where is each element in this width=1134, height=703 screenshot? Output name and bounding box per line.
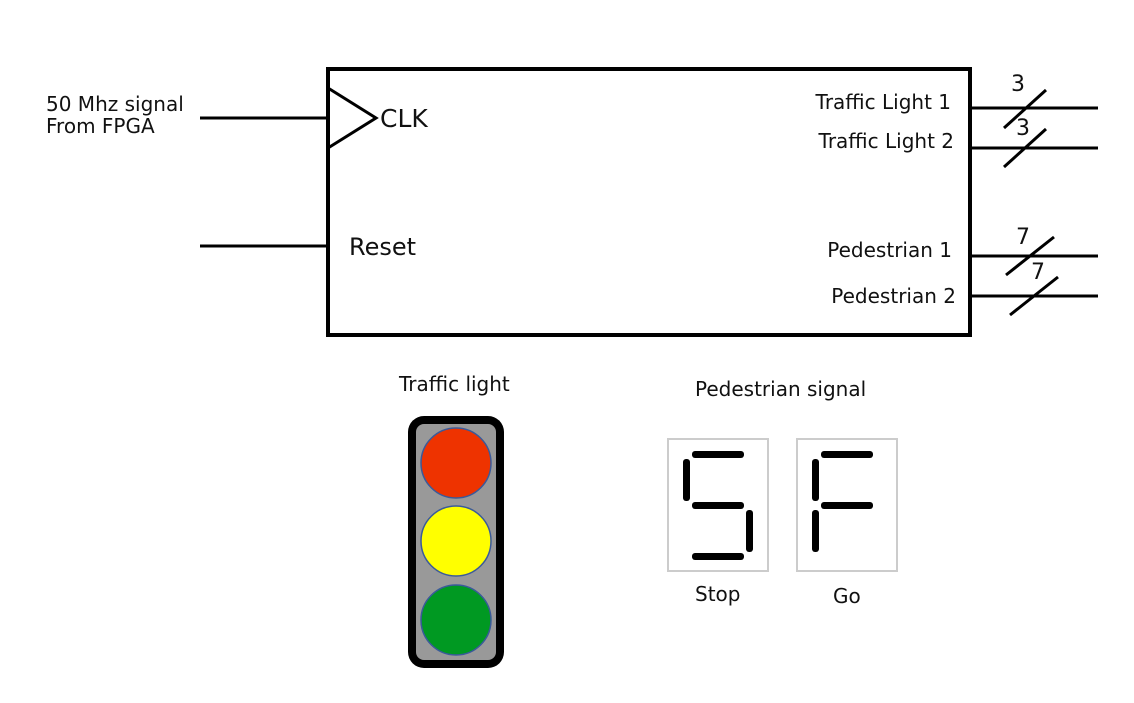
bus-slash-traffic-light-1: [1002, 88, 1048, 130]
pedestrian-2-label: Pedestrian 2: [831, 284, 956, 308]
clock-source-label-line2: From FPGA: [46, 114, 155, 138]
stop-caption: Stop: [695, 582, 741, 606]
pedestrian-1-label: Pedestrian 1: [827, 238, 952, 262]
clock-source-label-line1: 50 Mhz signal: [46, 92, 184, 116]
traffic-light-1-label: Traffic Light 1: [815, 90, 951, 114]
yellow-lamp: [420, 505, 492, 577]
pedestrian-signal-title: Pedestrian signal: [695, 377, 867, 401]
traffic-light-title: Traffic light: [399, 372, 510, 396]
bus-width-traffic-light-1: 3: [1011, 72, 1025, 97]
bus-slash-pedestrian-1: [1005, 235, 1055, 277]
bus-slash-traffic-light-2: [1002, 127, 1048, 169]
seven-segment-display-stop: [667, 438, 769, 572]
segment-d: [692, 553, 744, 560]
segment-a: [821, 451, 873, 458]
go-caption: Go: [833, 584, 861, 608]
bus-slash-pedestrian-2: [1009, 275, 1059, 317]
green-lamp: [420, 584, 492, 656]
seven-segment-display-go: [796, 438, 898, 572]
segment-g: [692, 502, 744, 509]
clk-pin-label: CLK: [380, 104, 428, 133]
bus-width-traffic-light-2: 3: [1016, 116, 1030, 141]
red-lamp: [420, 427, 492, 499]
segment-f: [683, 459, 690, 501]
segment-c: [746, 510, 753, 552]
segment-a: [692, 451, 744, 458]
traffic-light-2-label: Traffic Light 2: [818, 129, 954, 153]
segment-f: [812, 459, 819, 501]
bus-width-pedestrian-2: 7: [1031, 260, 1045, 285]
segment-g: [821, 502, 873, 509]
bus-width-pedestrian-1: 7: [1016, 225, 1030, 250]
reset-pin-label: Reset: [349, 233, 417, 261]
controller-block: [326, 67, 972, 337]
segment-e: [812, 510, 819, 552]
clock-triangle-icon: [327, 86, 379, 150]
